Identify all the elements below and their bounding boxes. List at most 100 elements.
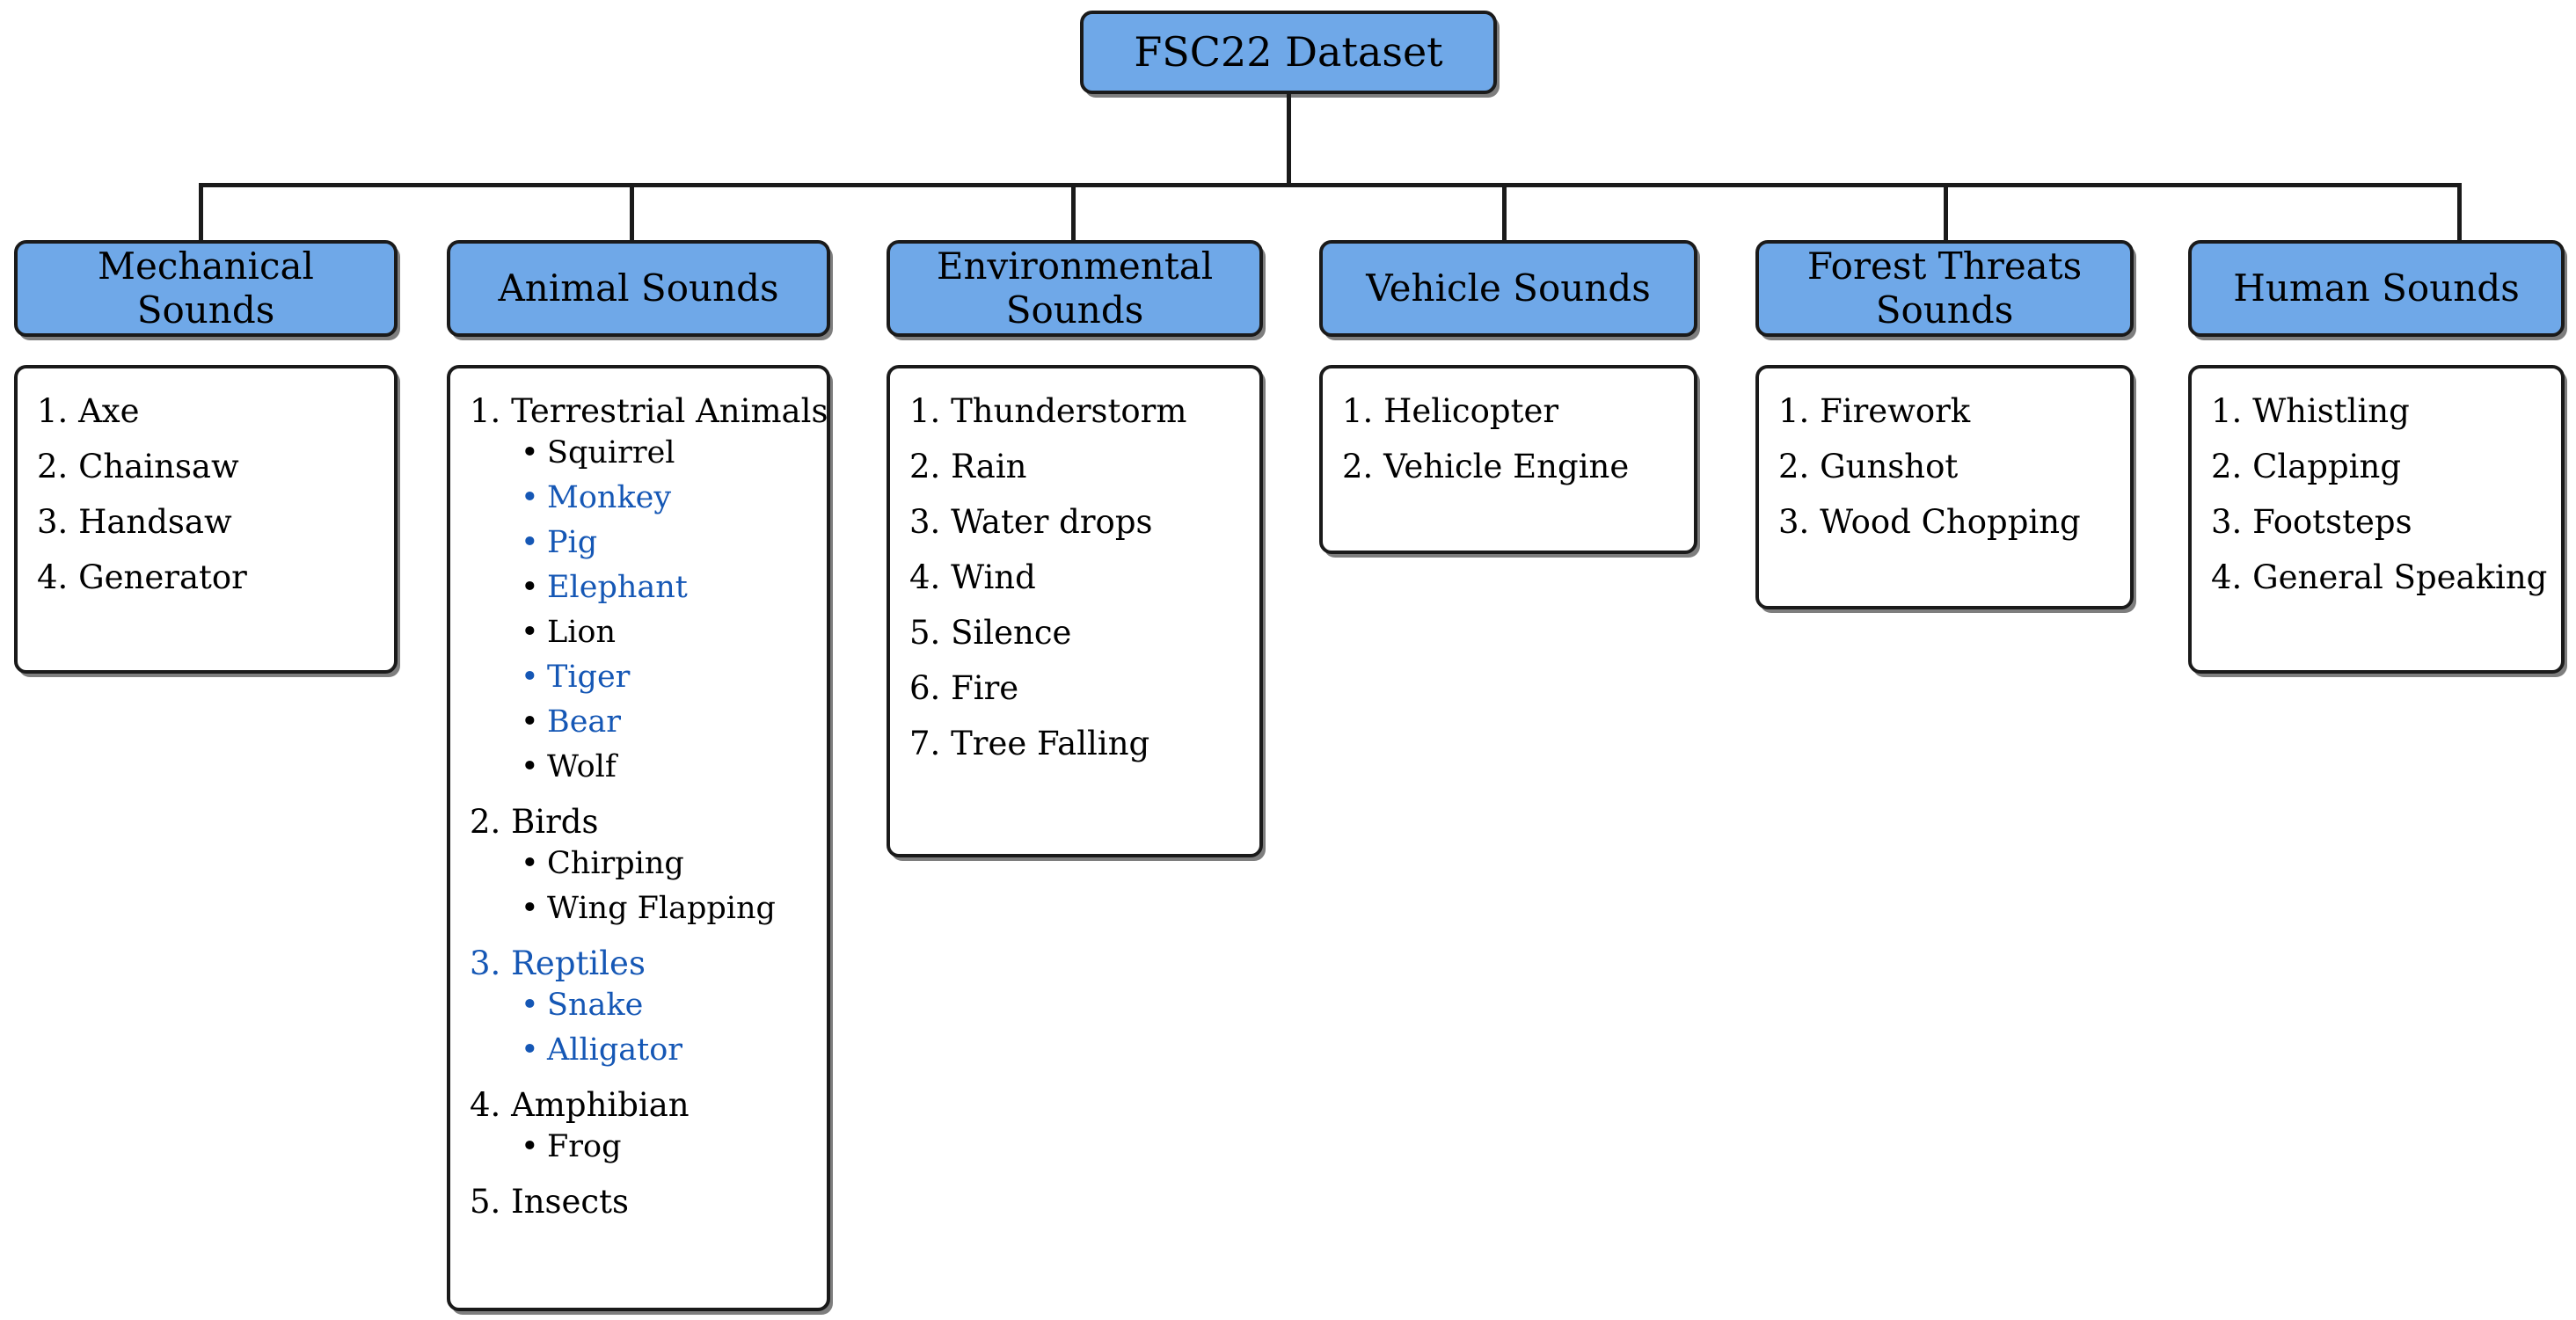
list-item: 4. Generator: [37, 561, 382, 594]
category-header-forest-threats[interactable]: Forest Threats Sounds: [1755, 240, 2134, 337]
category-body-human: 1. Whistling 2. Clapping 3. Footsteps 4. Ge…: [2188, 365, 2565, 674]
list-item-number: 4.: [37, 558, 69, 596]
sub-list-item: •Elephant: [521, 572, 814, 603]
connector-drop-human: [2457, 183, 2462, 242]
sub-list-item-label: Monkey: [547, 480, 672, 515]
bullet-icon: •: [521, 435, 539, 470]
root-node-fsc22-dataset[interactable]: FSC22 Dataset: [1080, 11, 1497, 94]
sub-list-item: •Squirrel: [521, 438, 814, 469]
list-item-label: Birds: [511, 803, 599, 841]
list-item: 1. Thunderstorm: [909, 395, 1247, 427]
list-item: 2. Vehicle Engine: [1342, 450, 1682, 483]
sub-list-item: •Wolf: [521, 752, 814, 783]
category-header-human[interactable]: Human Sounds: [2188, 240, 2565, 337]
list-item-number: 3.: [470, 944, 501, 982]
bullet-icon: •: [521, 525, 539, 560]
list-item: 1. Whistling: [2211, 395, 2549, 427]
category-header-vehicle[interactable]: Vehicle Sounds: [1319, 240, 1697, 337]
list-item: 4. General Speaking: [2211, 561, 2549, 594]
list-item-label: Firework: [1820, 392, 1971, 430]
sub-list: •Frog: [470, 1132, 814, 1163]
list-item-number: 3.: [37, 503, 69, 541]
bullet-icon: •: [521, 1129, 539, 1164]
list-item: 2. Birds •Chirping•Wing Flapping: [470, 806, 814, 924]
list-item: 2. Chainsaw: [37, 450, 382, 483]
sub-list: •Chirping•Wing Flapping: [470, 849, 814, 924]
category-list-human: 1. Whistling 2. Clapping 3. Footsteps 4. Ge…: [2192, 395, 2561, 594]
list-item-label: Wind: [951, 558, 1036, 596]
connector-drop-vehicle: [1502, 183, 1507, 242]
list-item: 2. Gunshot: [1778, 450, 2118, 483]
list-item-number: 2.: [909, 448, 941, 485]
list-item: 3. Footsteps: [2211, 506, 2549, 538]
list-item-number: 5.: [470, 1183, 501, 1221]
list-item-label: Wood Chopping: [1820, 503, 2081, 541]
list-item-number: 2.: [1778, 448, 1810, 485]
connector-bus: [199, 183, 2461, 187]
category-header-mechanical[interactable]: Mechanical Sounds: [14, 240, 398, 337]
category-header-label: Environmental Sounds: [936, 244, 1214, 332]
list-item: 5. Insects: [470, 1185, 814, 1218]
sub-list-item: •Tiger: [521, 662, 814, 693]
category-header-label: Vehicle Sounds: [1366, 266, 1651, 310]
list-item: 2. Clapping: [2211, 450, 2549, 483]
list-item-number: 1.: [470, 392, 501, 430]
sub-list-item-label: Chirping: [547, 846, 684, 881]
sub-list-item-label: Squirrel: [547, 435, 675, 470]
bullet-icon: •: [521, 1032, 539, 1068]
bullet-icon: •: [521, 891, 539, 926]
bullet-icon: •: [521, 480, 539, 515]
list-item-label: Insects: [511, 1183, 629, 1221]
bullet-icon: •: [521, 988, 539, 1023]
list-item-label: Thunderstorm: [951, 392, 1187, 430]
list-item-number: 6.: [909, 669, 941, 707]
bullet-icon: •: [521, 615, 539, 650]
sub-list-item: •Bear: [521, 707, 814, 738]
list-item: 5. Silence: [909, 616, 1247, 649]
sub-list-item-label: Alligator: [547, 1032, 682, 1068]
list-item-number: 7.: [909, 725, 941, 762]
sub-list-item: •Chirping: [521, 849, 814, 879]
list-item-label: Amphibian: [511, 1086, 690, 1124]
connector-drop-animal: [630, 183, 634, 242]
sub-list: •Snake•Alligator: [470, 990, 814, 1066]
category-body-animal: 1. Terrestrial Animals•Squirrel•Monkey•P…: [447, 365, 830, 1311]
connector-drop-mechanical: [199, 183, 203, 242]
category-header-label: Human Sounds: [2233, 266, 2520, 310]
category-header-environmental[interactable]: Environmental Sounds: [887, 240, 1263, 337]
list-item-number: 1.: [1778, 392, 1810, 430]
list-item-number: 2.: [37, 448, 69, 485]
sub-list-item: •Snake: [521, 990, 814, 1021]
list-item: 4. Wind: [909, 561, 1247, 594]
list-item-number: 3.: [2211, 503, 2243, 541]
sub-list-item: •Frog: [521, 1132, 814, 1163]
category-header-animal[interactable]: Animal Sounds: [447, 240, 830, 337]
bullet-icon: •: [521, 846, 539, 881]
list-item: 2. Rain: [909, 450, 1247, 483]
list-item-number: 5.: [909, 614, 941, 652]
list-item-label: Axe: [78, 392, 140, 430]
sub-list-item-label: Tiger: [547, 660, 631, 695]
list-item-number: 1.: [909, 392, 941, 430]
list-item-number: 2.: [470, 803, 501, 841]
list-item-label: Gunshot: [1820, 448, 1959, 485]
category-list-forest-threats: 1. Firework 2. Gunshot 3. Wood Chopping: [1759, 395, 2130, 538]
list-item: 3. Wood Chopping: [1778, 506, 2118, 538]
sub-list-item-label: Bear: [547, 704, 622, 740]
list-item-number: 4.: [470, 1086, 501, 1124]
list-item: 3. Handsaw: [37, 506, 382, 538]
list-item: 3. Reptiles•Snake•Alligator: [470, 947, 814, 1066]
list-item-label: Whistling: [2252, 392, 2410, 430]
sub-list: •Squirrel•Monkey•Pig•Elephant•Lion•Tiger…: [470, 438, 814, 783]
bullet-icon: •: [521, 704, 539, 740]
list-item-label: Reptiles: [511, 944, 646, 982]
list-item-number: 1.: [37, 392, 69, 430]
category-list-animal: 1. Terrestrial Animals•Squirrel•Monkey•P…: [450, 395, 827, 1218]
list-item-label: Generator: [78, 558, 247, 596]
list-item-label: Handsaw: [78, 503, 232, 541]
